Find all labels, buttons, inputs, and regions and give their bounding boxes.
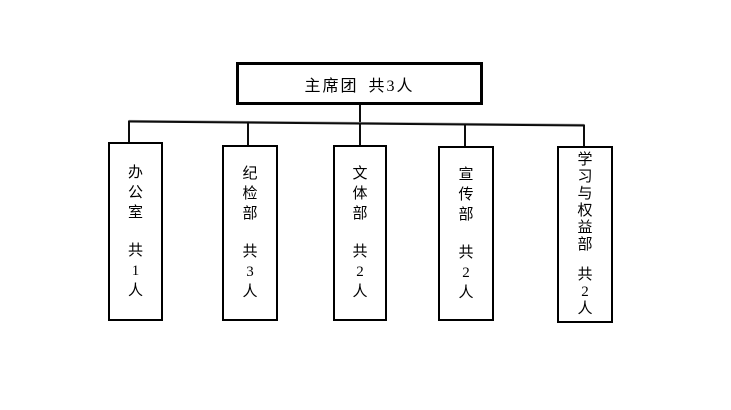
department-name: 纪 检 部	[242, 166, 258, 222]
department-name: 办 公 室	[127, 164, 143, 221]
department-name: 学 习 与 权 益 部	[577, 151, 593, 253]
department-box-4: 宣 传 部 共 2 人	[438, 146, 494, 321]
department-count: 共 2 人	[352, 244, 368, 300]
root-node-name: 主席团	[304, 77, 359, 95]
department-count: 共 3 人	[242, 244, 258, 300]
root-node-box: 主席团 共3人	[236, 62, 483, 105]
department-count: 共 2 人	[577, 266, 593, 317]
department-count: 共 2 人	[458, 244, 474, 301]
department-box-2: 纪 检 部 共 3 人	[222, 145, 278, 321]
department-name: 文 体 部	[352, 166, 368, 222]
department-count: 共 1 人	[127, 242, 143, 299]
department-box-5: 学 习 与 权 益 部 共 2 人	[557, 146, 613, 323]
department-name: 宣 传 部	[458, 166, 474, 223]
department-box-1: 办 公 室 共 1 人	[108, 142, 163, 321]
rail-line	[128, 120, 585, 127]
root-node-count: 共3人	[368, 77, 415, 95]
rail-line-shadow	[128, 119, 585, 125]
department-box-3: 文 体 部 共 2 人	[333, 145, 387, 321]
